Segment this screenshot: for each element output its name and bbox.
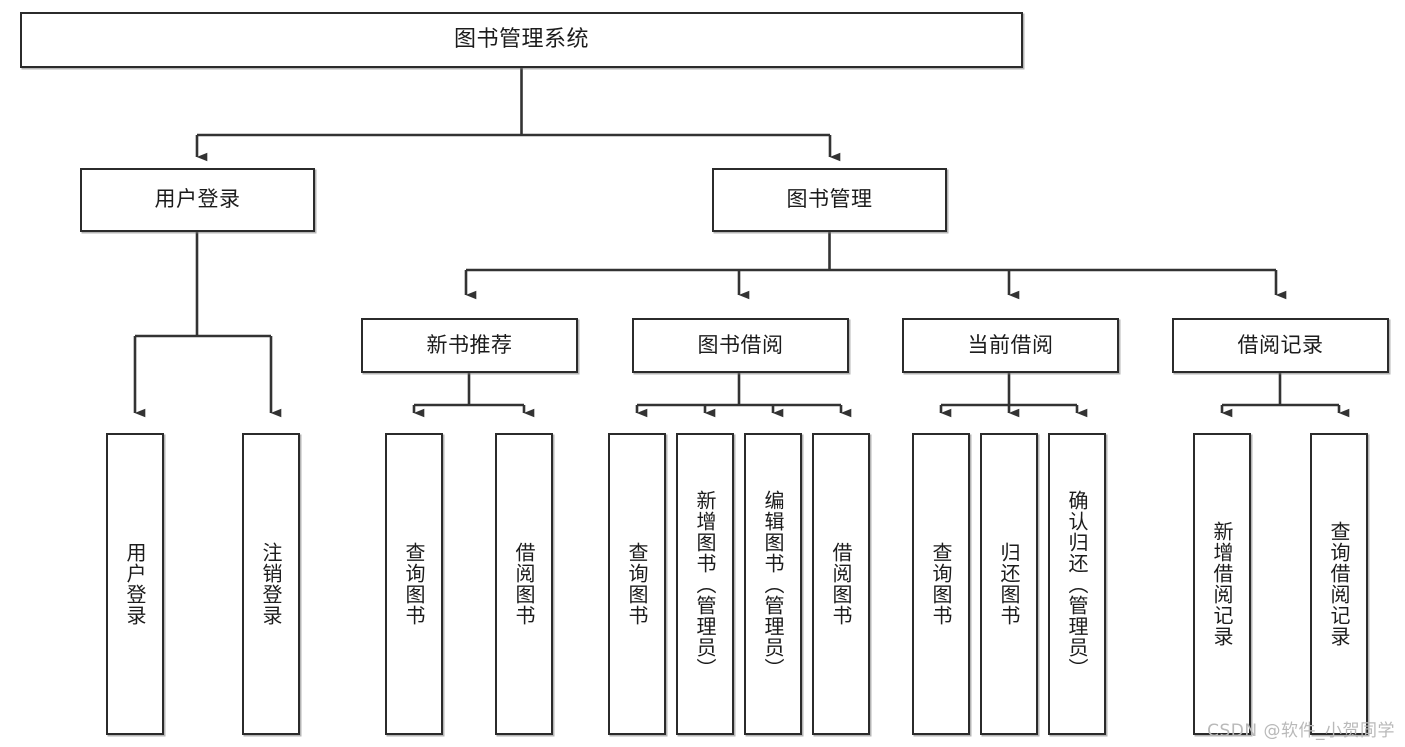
node-label: 图书借阅 <box>697 332 784 357</box>
node-root-system[interactable]: 图书管理系统 <box>20 12 1023 68</box>
node-label: 新增图书（管理员） <box>693 489 717 679</box>
node-label: 确认归还（管理员） <box>1065 489 1089 679</box>
node-label: 用户登录 <box>123 542 147 626</box>
node-label: 归还图书 <box>997 542 1021 626</box>
leaf-return-book[interactable]: 归还图书 <box>980 433 1038 735</box>
node-new-book-recommend[interactable]: 新书推荐 <box>361 318 578 373</box>
leaf-query-book-current[interactable]: 查询图书 <box>912 433 970 735</box>
leaf-confirm-return-admin[interactable]: 确认归还（管理员） <box>1048 433 1106 735</box>
node-label: 注销登录 <box>259 542 283 626</box>
node-label: 借阅记录 <box>1237 332 1324 357</box>
node-label: 新书推荐 <box>426 332 513 357</box>
node-label: 借阅图书 <box>829 542 853 626</box>
leaf-borrow-book-newbook[interactable]: 借阅图书 <box>495 433 553 735</box>
node-label: 查询图书 <box>929 542 953 626</box>
node-label: 图书管理 <box>786 187 873 212</box>
node-book-management[interactable]: 图书管理 <box>712 168 947 232</box>
node-label: 查询借阅记录 <box>1327 521 1351 647</box>
leaf-query-book-borrow[interactable]: 查询图书 <box>608 433 666 735</box>
leaf-add-borrow-record[interactable]: 新增借阅记录 <box>1193 433 1251 735</box>
csdn-watermark: CSDN @软件_小贺同学 <box>1207 721 1395 741</box>
node-label: 新增借阅记录 <box>1210 521 1234 647</box>
node-label: 查询图书 <box>625 542 649 626</box>
node-user-login[interactable]: 用户登录 <box>80 168 315 232</box>
node-label: 查询图书 <box>402 542 426 626</box>
leaf-user-login[interactable]: 用户登录 <box>106 433 164 735</box>
node-current-borrow[interactable]: 当前借阅 <box>902 318 1119 373</box>
node-borrow-records[interactable]: 借阅记录 <box>1172 318 1389 373</box>
leaf-user-logout[interactable]: 注销登录 <box>242 433 300 735</box>
node-label: 借阅图书 <box>512 542 536 626</box>
node-label: 图书管理系统 <box>453 26 589 52</box>
leaf-query-book-newbook[interactable]: 查询图书 <box>385 433 443 735</box>
leaf-borrow-book-borrow[interactable]: 借阅图书 <box>812 433 870 735</box>
leaf-edit-book-admin[interactable]: 编辑图书（管理员） <box>744 433 802 735</box>
node-label: 编辑图书（管理员） <box>761 489 785 679</box>
leaf-add-book-admin[interactable]: 新增图书（管理员） <box>676 433 734 735</box>
node-label: 用户登录 <box>154 187 241 212</box>
leaf-query-borrow-record[interactable]: 查询借阅记录 <box>1310 433 1368 735</box>
node-book-borrow[interactable]: 图书借阅 <box>632 318 849 373</box>
node-label: 当前借阅 <box>967 332 1054 357</box>
